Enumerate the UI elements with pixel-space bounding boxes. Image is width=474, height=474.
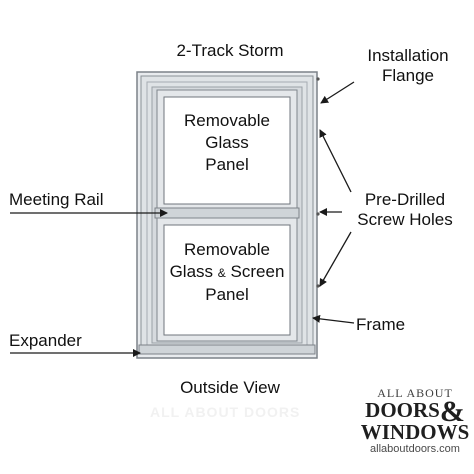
brand-logo: ALL ABOUT DOORS& WINDOWS allaboutdoors.c…: [360, 386, 470, 456]
watermark-text: ALL ABOUT DOORS: [150, 404, 301, 420]
label-installation-flange: Installation Flange: [367, 46, 449, 85]
screw-hole: [316, 77, 320, 81]
leader-frame: [312, 314, 355, 324]
lower-glass: [163, 224, 291, 336]
screw-hole: [316, 284, 320, 288]
label-meeting-rail: Meeting Rail: [9, 190, 104, 209]
label-frame: Frame: [356, 315, 406, 334]
label-expander: Expander: [9, 331, 82, 350]
leader-screw-hole-top: [319, 129, 352, 193]
leader-screw-hole-bottom: [319, 231, 352, 287]
expander-strip: [138, 344, 316, 355]
screw-hole: [316, 212, 320, 216]
label-pre-drilled-screw-holes: Pre-Drilled Screw Holes: [357, 190, 453, 229]
meeting-rail-bar: [154, 207, 300, 219]
leader-installation-flange: [320, 81, 355, 104]
diagram-caption: Outside View: [180, 378, 280, 397]
upper-panel-label: Removable Glass Panel: [184, 111, 270, 174]
lower-panel-label: Removable Glass & Screen Panel: [169, 240, 285, 304]
upper-glass: [163, 96, 291, 205]
diagram-title: 2-Track Storm: [176, 41, 284, 60]
